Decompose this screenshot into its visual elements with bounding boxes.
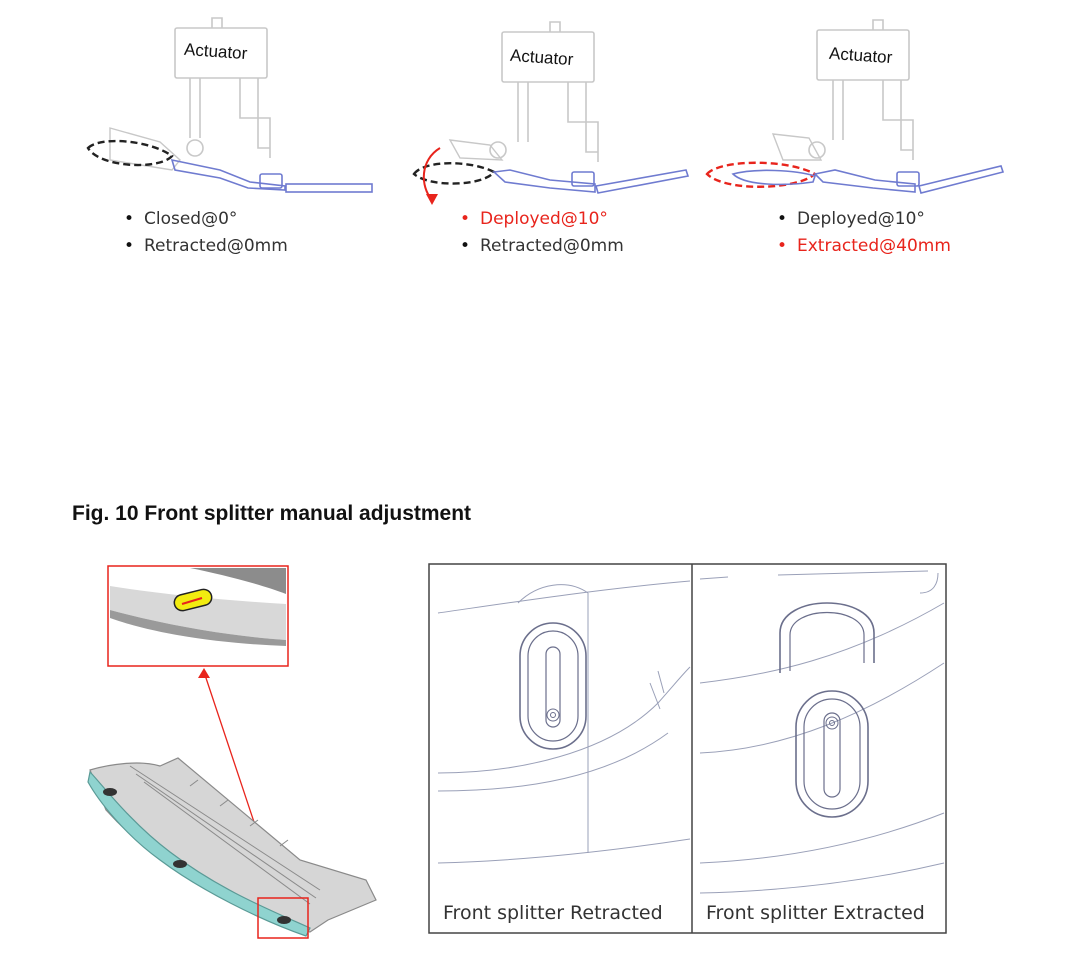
caption-extracted: Front splitter Extracted (706, 902, 925, 924)
mechanism-drawing (412, 21, 690, 205)
figure-title: Fig. 10 Front splitter manual adjustment (72, 502, 472, 525)
mechanism-drawing (705, 19, 1005, 194)
caption-retracted: Front splitter Retracted (443, 902, 663, 924)
mechanism-diagram-closed: Actuator Closed@0° Retracted@0mm (80, 10, 380, 260)
mechanism-diagram-deployed: Actuator Deployed@10° Retracted@0mm (410, 10, 710, 260)
drawing-retracted (437, 580, 691, 864)
rotation-arrow (422, 147, 441, 201)
slot-drawings (428, 563, 947, 934)
zoom-target-frame (257, 897, 309, 939)
state-list: Deployed@10° Retracted@0mm (458, 206, 624, 260)
arrow-head-icon (426, 194, 438, 205)
mechanism-drawing (86, 17, 373, 193)
state-line: Retracted@0mm (458, 233, 624, 260)
arrow-head-icon (198, 668, 210, 678)
state-line: Deployed@10° (775, 206, 951, 233)
state-line: Deployed@10° (458, 206, 624, 233)
state-line: Closed@0° (122, 206, 288, 233)
mechanism-diagram-extracted: Actuator Deployed@10° Extracted@40mm (705, 10, 1025, 260)
drawing-extracted (699, 570, 945, 894)
state-list: Closed@0° Retracted@0mm (122, 206, 288, 260)
splitter-illustration (87, 565, 377, 939)
flap-outline (86, 139, 174, 167)
state-list: Deployed@10° Extracted@40mm (775, 206, 951, 260)
state-line: Extracted@40mm (775, 233, 951, 260)
state-line: Retracted@0mm (122, 233, 288, 260)
